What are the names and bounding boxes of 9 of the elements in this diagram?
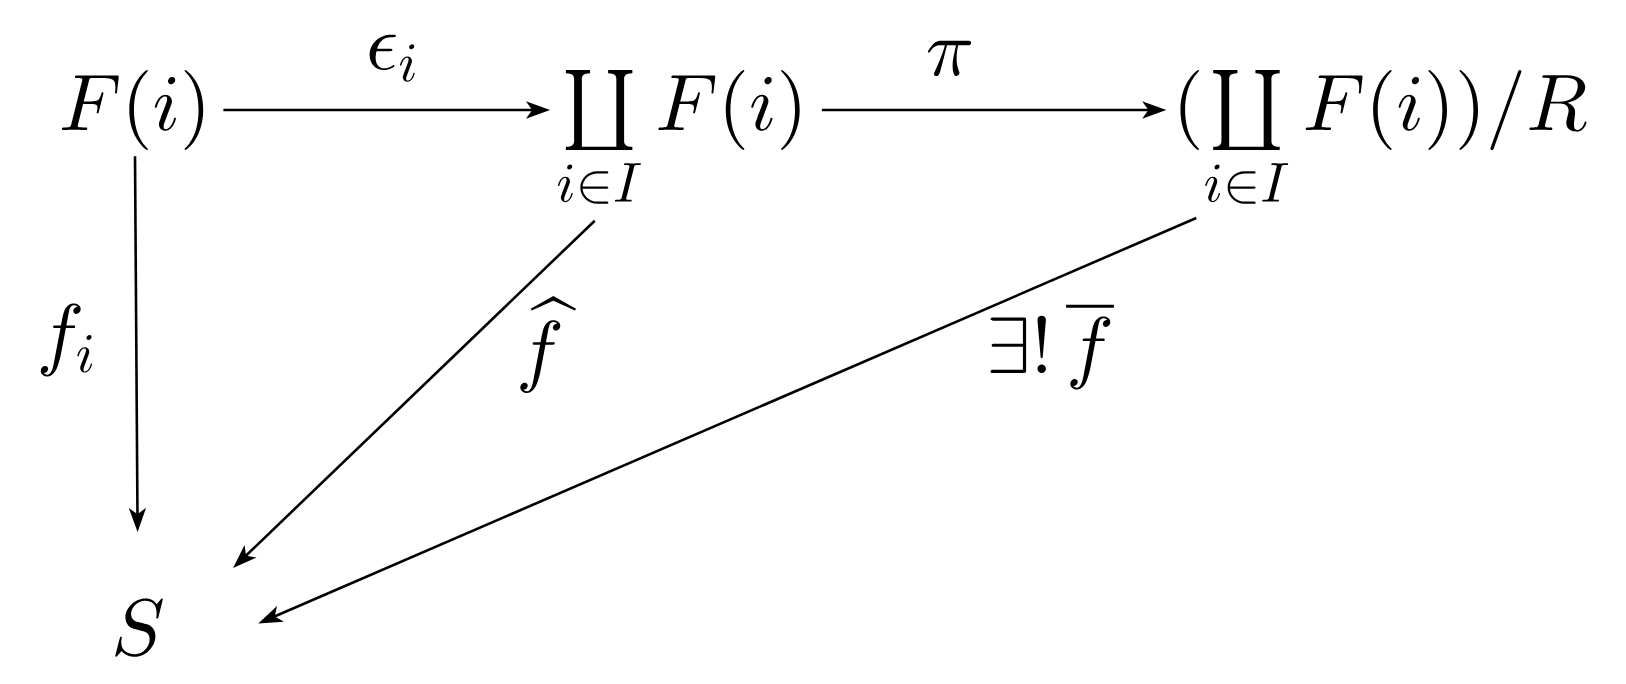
edge-label: $\pi$: [927, 40, 972, 77]
math-expression: $(\coprod\limits_{i\in I} F(i))/R$: [1180, 70, 1587, 204]
edge-label: $\epsilon_i$: [369, 34, 415, 82]
edge-label: $\exists!\,\overline{f}$: [990, 306, 1114, 390]
math-expression: $\coprod\limits_{i\in I} F(i)$: [558, 70, 800, 204]
edge-label: $f_i$: [40, 303, 93, 377]
math-expression: $F(i)$: [61, 70, 204, 150]
math-expression: $S$: [115, 598, 163, 657]
edge-label: $\widehat{f}$: [520, 296, 576, 394]
